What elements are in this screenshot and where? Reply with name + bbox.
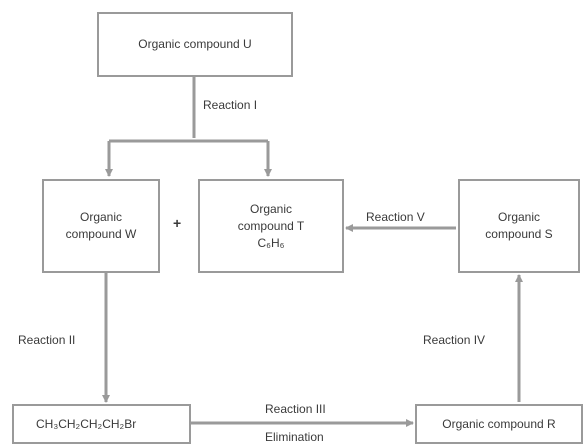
node-compound-s-line1: Organic [497,210,541,224]
node-compound-u-label: Organic compound U [138,37,252,51]
node-compound-w-line2: compound W [65,227,137,241]
label-reaction-3: Reaction III [265,402,326,416]
node-compound-t: Organic compound T C₆H₆ [198,179,344,273]
node-compound-t-line1: Organic [249,201,293,216]
node-bromobutane: CH₃CH₂CH₂CH₂Br [12,404,191,444]
label-reaction-3-type: Elimination [265,430,324,444]
label-reaction-1: Reaction I [203,98,258,112]
node-compound-w-line1: Organic [79,210,123,224]
node-compound-t-formula: C₆H₆ [257,235,285,250]
node-compound-w: Organic compound W [42,179,160,273]
node-compound-r: Organic compound R [415,404,583,444]
node-bromobutane-label: CH₃CH₂CH₂CH₂Br [36,416,137,431]
node-compound-t-line2: compound T [237,218,305,233]
node-compound-s-line2: compound S [485,227,553,241]
plus-sign: + [173,215,182,231]
node-compound-s: Organic compound S [458,179,580,273]
label-reaction-4: Reaction IV [423,333,486,347]
node-compound-r-label: Organic compound R [442,416,556,431]
label-reaction-2: Reaction II [18,333,76,347]
node-compound-u: Organic compound U [97,12,293,77]
label-reaction-5: Reaction V [366,210,425,224]
